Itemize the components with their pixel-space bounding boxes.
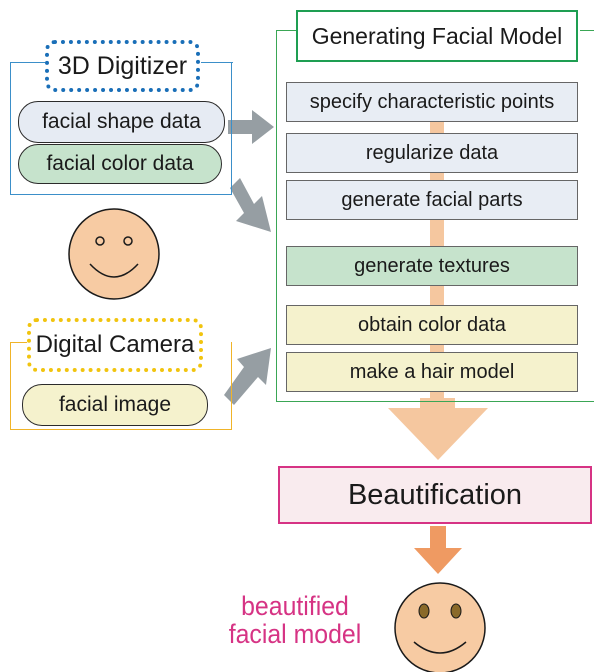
step-hair-model: make a hair model [286, 352, 578, 392]
beautification-box: Beautification [278, 466, 592, 524]
camera-title: Digital Camera [27, 318, 203, 372]
facial-image-pill: facial image [22, 384, 208, 426]
facial-shape-data-pill: facial shape data [18, 101, 225, 143]
smiley-face-icon [68, 208, 160, 300]
arrow-down-icon [388, 398, 488, 460]
arrow-right-icon [228, 110, 274, 144]
camera-group-frame [10, 342, 232, 430]
step-color-data: obtain color data [286, 305, 578, 345]
digitizer-group-frame [10, 62, 233, 195]
caption-line-1: beautified [241, 591, 349, 621]
model-title: Generating Facial Model [296, 10, 578, 62]
arrow-right-icon [230, 178, 271, 232]
caption-line-2: facial model [228, 619, 362, 649]
facial-color-data-pill: facial color data [18, 144, 222, 184]
arrow-right-icon [224, 348, 271, 405]
arrow-down-icon [414, 526, 462, 574]
step-specify-points: specify characteristic points [286, 82, 578, 122]
smiley-face-icon [394, 582, 486, 672]
model-group-frame [276, 30, 594, 402]
step-textures: generate textures [286, 246, 578, 286]
digitizer-title: 3D Digitizer [45, 40, 200, 92]
step-regularize: regularize data [286, 133, 578, 173]
step-facial-parts: generate facial parts [286, 180, 578, 220]
output-caption: beautified facial model [209, 592, 380, 648]
